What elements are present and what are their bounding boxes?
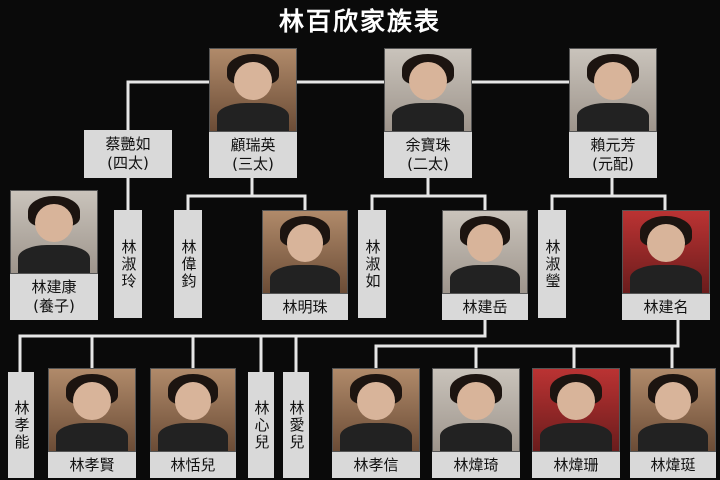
lin-mingzhu-photo [262,210,348,294]
lin-weiting-photo [630,368,716,452]
cai-yanru-label: 蔡艷如 (四太) [84,130,172,178]
lin-weishan-label: 林煒珊 [532,452,620,478]
lin-jianming-photo [622,210,710,294]
yu-baozhu-label: 余寶珠 (二太) [384,132,472,178]
lin-weiqi-label: 林煒琦 [432,452,520,478]
lin-jiankang-label: 林建康 (養子) [10,274,98,320]
role-text: (二太) [407,155,449,173]
lin-shuling-label: 林淑玲 [114,210,142,318]
name-text: 蔡艷如 [105,135,151,153]
role-text: (養子) [33,297,75,315]
gu-ruiying-label: 顧瑞英 (三太) [209,132,297,178]
lai-yuanfang-photo [569,48,657,132]
role-text: (元配) [592,155,634,173]
lin-jianyue-label: 林建岳 [442,294,528,320]
gu-ruiying-photo [209,48,297,132]
lin-weishan-photo [532,368,620,452]
lin-tianer-label: 林恬兒 [150,452,236,478]
lin-xiaoxian-label: 林孝賢 [48,452,136,478]
lin-xiner-label: 林心兒 [248,372,274,478]
lin-xiaoxin-label: 林孝信 [332,452,420,478]
lin-jianming-label: 林建名 [622,294,710,320]
name-text: 顧瑞英 [230,136,276,154]
lin-jianyue-photo [442,210,528,294]
page-title: 林百欣家族表 [278,7,441,36]
lin-aier-label: 林愛兒 [283,372,309,478]
role-text: (三太) [232,155,274,173]
lin-weiqi-photo [432,368,520,452]
lin-tianer-photo [150,368,236,452]
name-text: 余寶珠 [405,136,451,154]
lin-shuru-label: 林淑如 [358,210,386,318]
role-text: (四太) [107,154,149,172]
name-text: 賴元芳 [590,136,636,154]
lin-xiaoxian-photo [48,368,136,452]
lin-jiankang-photo [10,190,98,274]
lin-xiaoxin-photo [332,368,420,452]
yu-baozhu-photo [384,48,472,132]
lin-xiaoneng-label: 林孝能 [8,372,34,478]
lin-weiting-label: 林煒珽 [630,452,716,478]
lin-weijun-label: 林偉鈞 [174,210,202,318]
lai-yuanfang-label: 賴元芳 (元配) [569,132,657,178]
lin-shuying-label: 林淑瑩 [538,210,566,318]
name-text: 林建康 [31,278,77,296]
lin-mingzhu-label: 林明珠 [262,294,348,320]
